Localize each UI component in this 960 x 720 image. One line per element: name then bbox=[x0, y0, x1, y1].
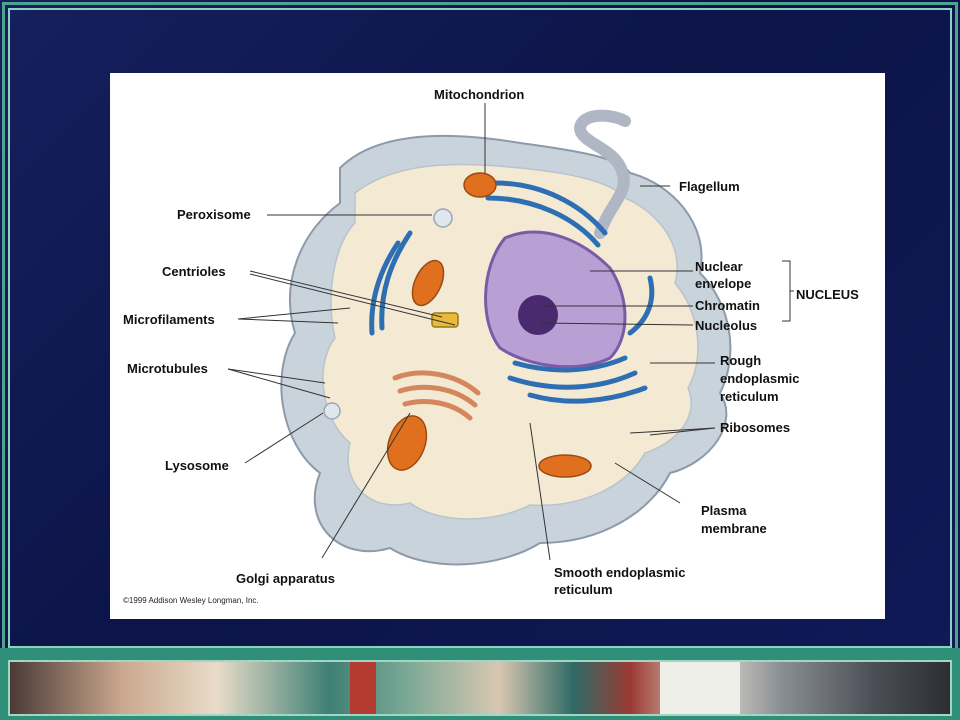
mitochondrion-middle bbox=[411, 259, 445, 307]
label-nucleolus: Nucleolus bbox=[695, 318, 757, 333]
peroxisome bbox=[433, 208, 453, 228]
label-lysosome: Lysosome bbox=[165, 458, 229, 473]
label-nuclear-envelope-line1: Nuclear bbox=[695, 259, 743, 274]
golgi-apparatus bbox=[392, 370, 481, 421]
label-microfilaments: Microfilaments bbox=[123, 312, 215, 327]
copyright-notice: ©1999 Addison Wesley Longman, Inc. bbox=[123, 596, 259, 605]
label-centrioles: Centrioles bbox=[162, 264, 226, 279]
label-nucleus-group: NUCLEUS bbox=[796, 287, 859, 302]
mitochondrion-top bbox=[463, 172, 497, 198]
nucleolus bbox=[518, 295, 558, 335]
label-peroxisome: Peroxisome bbox=[177, 207, 251, 222]
rough-endoplasmic-reticulum bbox=[369, 180, 655, 404]
photo-strip bbox=[8, 660, 952, 716]
label-rough-er-line2: endoplasmic bbox=[720, 371, 799, 386]
mitochondrion-bottom bbox=[538, 454, 592, 478]
nucleus bbox=[484, 230, 627, 369]
label-plasma-membrane-line2: membrane bbox=[701, 521, 767, 536]
label-nuclear-envelope-line2: envelope bbox=[695, 276, 751, 291]
label-ribosomes: Ribosomes bbox=[720, 420, 790, 435]
mitochondrion-lower bbox=[386, 415, 428, 471]
lysosome bbox=[323, 402, 341, 420]
label-chromatin: Chromatin bbox=[695, 298, 760, 313]
label-flagellum: Flagellum bbox=[679, 179, 740, 194]
animal-cell-diagram: Mitochondrion Flagellum Peroxisome Centr… bbox=[123, 87, 859, 605]
label-rough-er-line1: Rough bbox=[720, 353, 761, 368]
photo-strip-white-object bbox=[660, 662, 740, 714]
leader-lines bbox=[227, 103, 794, 561]
label-microtubules: Microtubules bbox=[127, 361, 208, 376]
cell-diagram-panel: Mitochondrion Flagellum Peroxisome Centr… bbox=[110, 73, 885, 619]
label-smooth-er-line2: reticulum bbox=[554, 582, 613, 597]
label-smooth-er-line1: Smooth endoplasmic bbox=[554, 565, 685, 580]
flagellum bbox=[573, 109, 631, 239]
label-mitochondrion: Mitochondrion bbox=[434, 87, 524, 102]
label-plasma-membrane-line1: Plasma bbox=[701, 503, 747, 518]
photo-strip-red-object bbox=[350, 662, 376, 714]
slide-frame-inner bbox=[8, 8, 952, 648]
label-rough-er-line3: reticulum bbox=[720, 389, 779, 404]
label-golgi-apparatus: Golgi apparatus bbox=[236, 571, 335, 586]
